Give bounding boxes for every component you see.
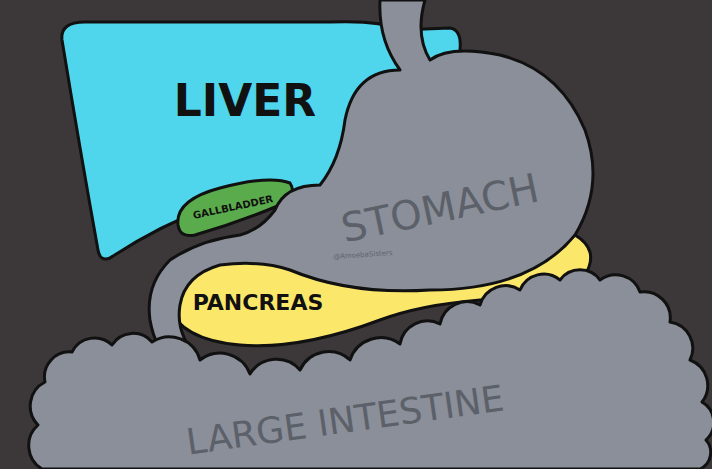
organ-label: STOMACH [337, 165, 543, 252]
organ-label: GALLBLADDER [192, 193, 274, 221]
stomach-organ: STOMACH [145, 0, 607, 372]
organ-label: LARGE INTESTINE [184, 377, 507, 462]
organ-label: PANCREAS [193, 290, 324, 315]
large-intestine-organ: LARGE INTESTINE [28, 262, 712, 469]
organ-shape [29, 270, 712, 469]
organ-label: LIVER [174, 75, 316, 126]
organ-outline [28, 262, 712, 469]
gallbladder-organ: GALLBLADDER [172, 175, 300, 240]
